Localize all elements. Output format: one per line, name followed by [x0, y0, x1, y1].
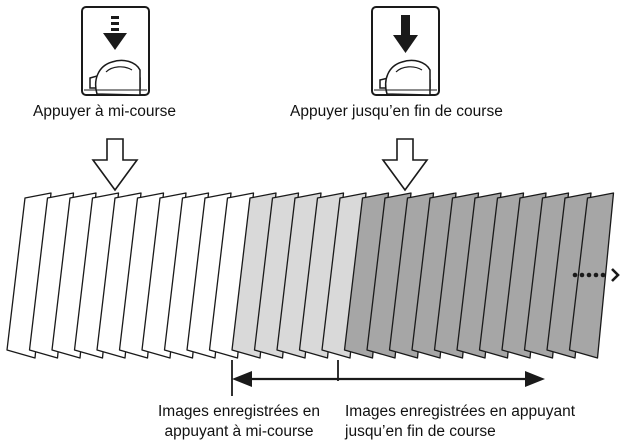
- frame-full-press: [433, 192, 480, 359]
- full-press-images-label-line1: Images enregistrées en appuyant: [345, 403, 576, 420]
- frame-full-press: [411, 192, 457, 359]
- frame-full-press: [388, 192, 435, 359]
- frame-half-press: [231, 192, 277, 359]
- frame-before: [163, 192, 210, 359]
- half-press-images-label-line1: Images enregistrées en: [158, 403, 320, 420]
- frame-before: [73, 192, 120, 359]
- half-press-down-arrow: [91, 138, 139, 192]
- frame-before: [118, 192, 165, 359]
- frame-before: [28, 192, 75, 359]
- frame-before: [141, 192, 187, 359]
- full-press-down-arrow: [381, 138, 429, 192]
- shutter-full-press-icon: [371, 6, 440, 96]
- frame-full-press: [523, 192, 570, 359]
- frame-full-press: [343, 192, 390, 359]
- frame-before: [96, 192, 142, 359]
- full-press-images-label-line2: jusqu’en fin de course: [345, 423, 496, 440]
- half-press-label: Appuyer à mi-course: [33, 103, 177, 120]
- frame-half-press: [276, 192, 322, 359]
- half-press-images-label: Images enregistrées en appuyant à mi-cou…: [150, 403, 328, 441]
- frame-full-press: [568, 192, 615, 359]
- frame-before: [208, 192, 255, 359]
- frame-before: [186, 192, 232, 359]
- frame-before: [51, 192, 97, 359]
- frame-half-press: [298, 192, 345, 359]
- frame-full-press: [546, 192, 592, 359]
- frame-full-press: [478, 192, 525, 359]
- frame-full-press: [366, 192, 412, 359]
- frame-full-press: [456, 192, 502, 359]
- full-press-label: Appuyer jusqu’en fin de course: [290, 103, 503, 120]
- half-press-images-label-line2: appuyant à mi-course: [164, 423, 314, 440]
- frame-before: [6, 192, 52, 359]
- frame-half-press: [253, 192, 300, 359]
- frame-sequence: [6, 192, 615, 359]
- frame-full-press: [501, 192, 547, 359]
- captured-range-arrow: [231, 360, 545, 396]
- frame-half-press: [321, 192, 367, 359]
- full-press-images-label: Images enregistrées en appuyant jusqu’en…: [345, 403, 575, 441]
- dotted-arrow-right-icon: [572, 268, 620, 282]
- shutter-half-press-icon: [81, 6, 150, 96]
